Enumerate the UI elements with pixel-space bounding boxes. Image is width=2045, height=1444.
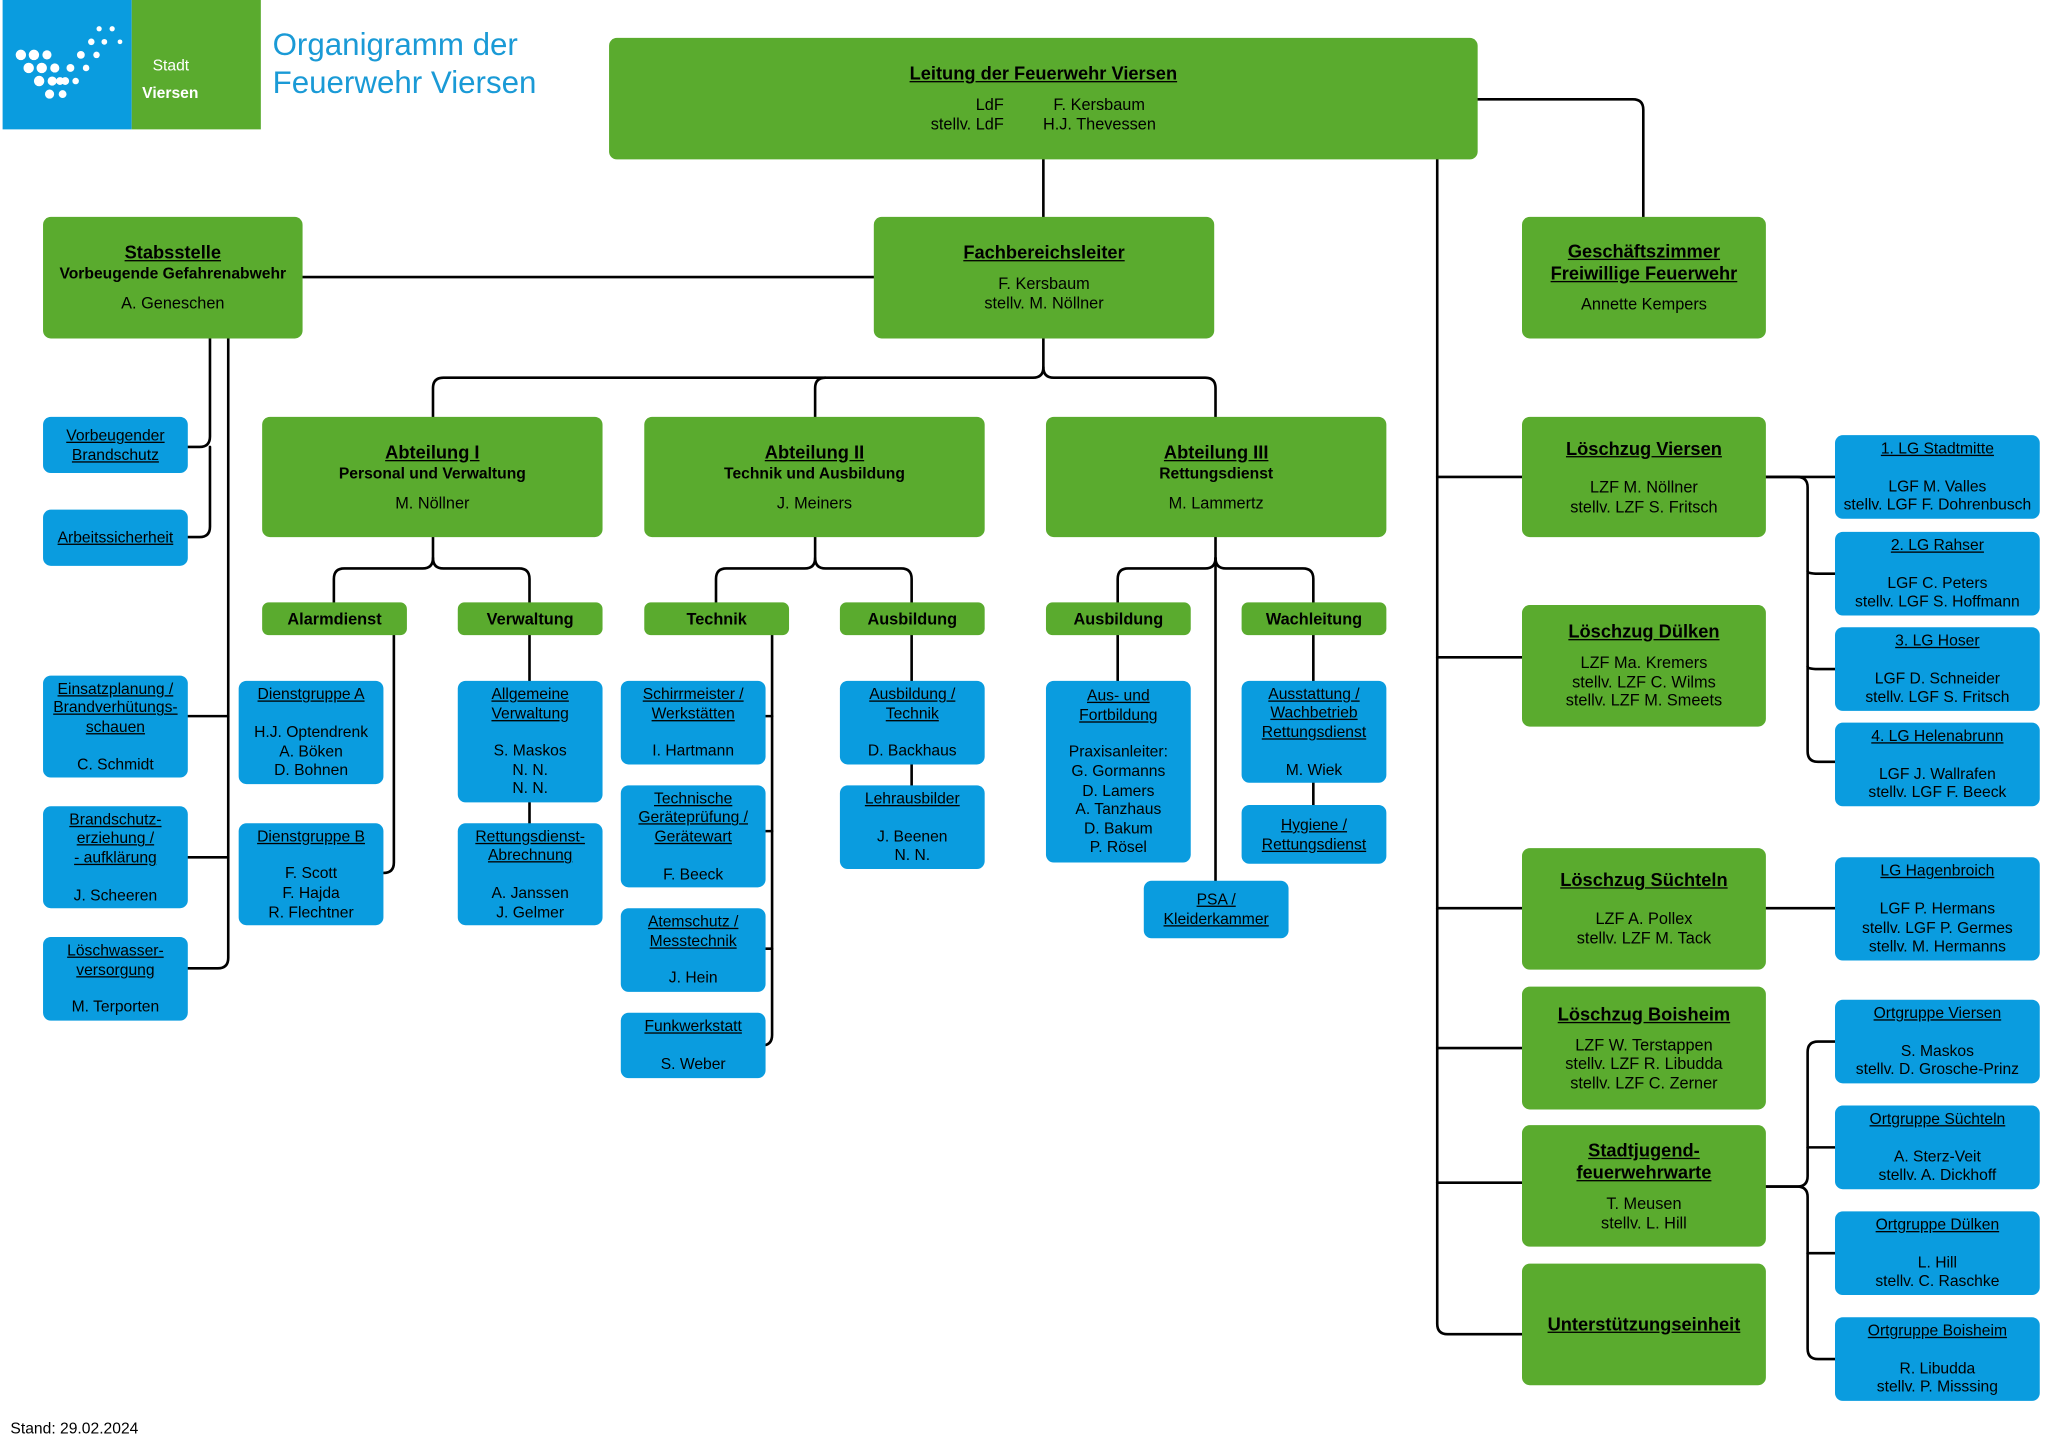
abteilung-3-box: Abteilung III Rettungsdienst M. Lammertz <box>1045 416 1387 538</box>
loeschzug-viersen-box: Löschzug Viersen LZF M. Nöllner stellv. … <box>1522 416 1766 538</box>
lehrausbilder-box[interactable]: Lehrausbilder J. Beenen N. N. <box>839 785 985 870</box>
stabsstelle-box: Stabsstelle Vorbeugende Gefahrenabwehr A… <box>43 216 303 339</box>
lg-rahser-box[interactable]: 2. LG Rahser LGF C. Peters stellv. LGF S… <box>1835 531 2040 616</box>
stab-child-einsatzplanung[interactable]: Einsatzplanung / Brandverhütungs- schaue… <box>43 675 188 778</box>
ortgruppe-suechteln-box[interactable]: Ortgruppe Süchteln A. Sterz-Veit stellv.… <box>1835 1105 2040 1190</box>
dienstgruppe-a-box[interactable]: Dienstgruppe A H.J. Optendrenk A. Böken … <box>238 680 384 785</box>
fachbereichsleiter-box: Fachbereichsleiter F. Kersbaum stellv. M… <box>873 216 1215 339</box>
geraetepruefung-box[interactable]: Technische Geräteprüfung / Gerätewart F.… <box>620 785 766 888</box>
pill-alarmdienst: Alarmdienst <box>262 602 407 636</box>
stand-date: Stand: 29.02.2024 <box>10 1419 139 1438</box>
logo-mark-icon <box>2 0 132 130</box>
pill-ausbildung-2: Ausbildung <box>839 602 985 636</box>
ortgruppe-duelken-box[interactable]: Ortgruppe Dülken L. Hill stellv. C. Rasc… <box>1835 1211 2040 1296</box>
rettungsdienst-abrechnung-box[interactable]: Rettungsdienst- Abrechnung A. Janssen J.… <box>457 823 603 926</box>
lg-stadtmitte-box[interactable]: 1. LG Stadtmitte LGF M. Valles stellv. L… <box>1835 435 2040 519</box>
abteilung-2-box: Abteilung II Technik und Ausbildung J. M… <box>644 416 985 538</box>
schirrmeister-box[interactable]: Schirrmeister / Werkstätten I. Hartmann <box>620 680 766 765</box>
stab-child-arbeitssicherheit[interactable]: Arbeitssicherheit <box>43 509 188 566</box>
leitung-title[interactable]: Leitung der Feuerwehr Viersen <box>909 62 1178 84</box>
pill-technik: Technik <box>644 602 790 636</box>
geschaeftszimmer-box: Geschäftszimmer Freiwillige Feuerwehr An… <box>1522 216 1766 339</box>
stadt-viersen-logo: Stadt Viersen <box>2 0 261 130</box>
pill-wachleitung: Wachleitung <box>1241 602 1387 636</box>
allgemeine-verwaltung-box[interactable]: Allgemeine Verwaltung S. Maskos N. N. N.… <box>457 680 603 803</box>
aus-fortbildung-box[interactable]: Aus- und Fortbildung Praxisanleiter: G. … <box>1045 680 1191 863</box>
stadtjugendfeuerwehrwarte-box: Stadtjugend- feuerwehrwarte T. Meusen st… <box>1522 1125 1766 1247</box>
funkwerkstatt-box[interactable]: Funkwerkstatt S. Weber <box>620 1012 766 1079</box>
loeschzug-suechteln-box: Löschzug Süchteln LZF A. Pollex stellv. … <box>1522 848 1766 970</box>
ausstattung-box[interactable]: Ausstattung / Wachbetrieb Rettungsdienst… <box>1241 680 1387 783</box>
ausbildung-technik-box[interactable]: Ausbildung / Technik D. Backhaus <box>839 680 985 765</box>
hygiene-box[interactable]: Hygiene / Rettungsdienst <box>1241 804 1387 864</box>
unterstuetzungseinheit-box: Unterstützungseinheit <box>1522 1263 1766 1386</box>
lg-hoser-box[interactable]: 3. LG Hoser LGF D. Schneider stellv. LGF… <box>1835 627 2040 711</box>
loeschzug-boisheim-box: Löschzug Boisheim LZF W. Terstappen stel… <box>1522 986 1766 1110</box>
psa-kleiderkammer-box[interactable]: PSA / Kleiderkammer <box>1143 880 1289 939</box>
dienstgruppe-b-box[interactable]: Dienstgruppe B F. Scott F. Hajda R. Flec… <box>238 823 384 926</box>
stab-child-loeschwasserversorgung[interactable]: Löschwasser- versorgung M. Terporten <box>43 936 188 1021</box>
lg-hagenbroich-box[interactable]: LG Hagenbroich LGF P. Hermans stellv. LG… <box>1835 857 2040 961</box>
ortgruppe-boisheim-box[interactable]: Ortgruppe Boisheim R. Libudda stellv. P.… <box>1835 1317 2040 1401</box>
abteilung-1-box: Abteilung I Personal und Verwaltung M. N… <box>262 416 603 538</box>
pill-verwaltung: Verwaltung <box>457 602 603 636</box>
stab-child-brandschutzerziehung[interactable]: Brandschutz- erziehung / - aufklärung J.… <box>43 806 188 909</box>
lg-helenabrunn-box[interactable]: 4. LG Helenabrunn LGF J. Wallrafen stell… <box>1835 722 2040 807</box>
page-title: Organigramm der Feuerwehr Viersen <box>272 27 537 101</box>
stab-child-vorbeugender-brandschutz[interactable]: Vorbeugender Brandschutz <box>43 416 188 474</box>
loeschzug-duelken-box: Löschzug Dülken LZF Ma. Kremers stellv. … <box>1522 605 1766 727</box>
atemschutz-box[interactable]: Atemschutz / Messtechnik J. Hein <box>620 908 766 992</box>
ortgruppe-viersen-box[interactable]: Ortgruppe Viersen S. Maskos stellv. D. G… <box>1835 999 2040 1084</box>
pill-ausbildung-3: Ausbildung <box>1045 602 1191 636</box>
logo-wordmark: Stadt Viersen <box>131 0 261 130</box>
